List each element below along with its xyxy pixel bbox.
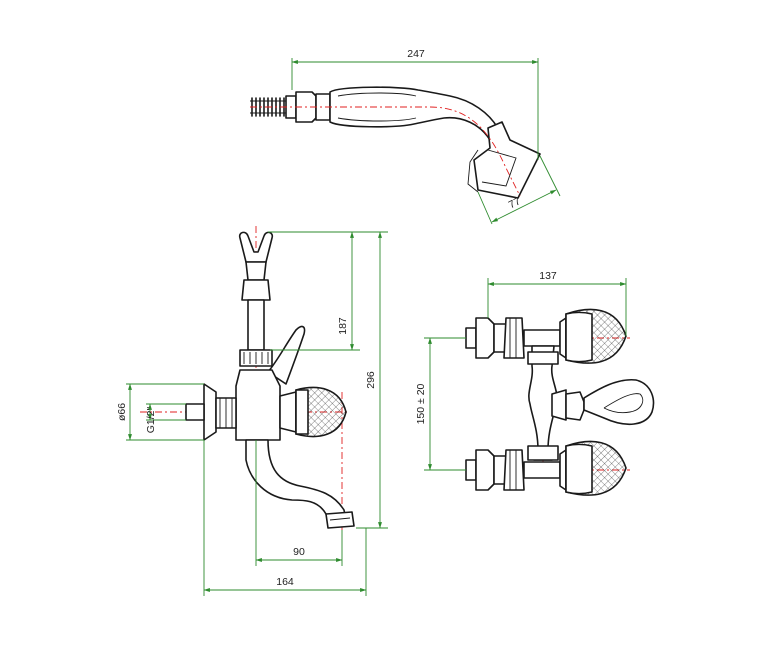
shower-handle bbox=[329, 86, 501, 141]
shower-hook bbox=[238, 231, 274, 263]
dimension-137-label: 137 bbox=[539, 270, 557, 282]
diverter-lever bbox=[267, 325, 306, 385]
dimension-77-label: 77 bbox=[507, 195, 523, 211]
dimension-diameter-label: ø66 bbox=[116, 403, 128, 421]
wall-flange bbox=[203, 383, 217, 441]
dimension-thread-label: G1/2" bbox=[145, 406, 157, 433]
dimension-247-label: 247 bbox=[407, 48, 425, 60]
bottom-flange bbox=[475, 449, 495, 491]
shower-head bbox=[473, 121, 541, 199]
dimension-187-label: 187 bbox=[337, 317, 349, 335]
top-flange bbox=[475, 317, 495, 359]
dimension-90-label: 90 bbox=[293, 546, 305, 558]
riser-pipe bbox=[247, 299, 265, 351]
dimension-150-label: 150 ± 20 bbox=[415, 383, 427, 424]
dimension-296-label: 296 bbox=[365, 371, 377, 389]
dimension-164-label: 164 bbox=[276, 576, 294, 588]
diverter-handle bbox=[565, 391, 585, 421]
mixer-body bbox=[235, 369, 281, 441]
mixer-front-view: 137 150 ± 20 bbox=[415, 270, 655, 496]
mixer-side-view: 187 296 ø66 G1/2" 90 164 bbox=[116, 226, 388, 596]
hand-shower-view: 247 77 bbox=[250, 48, 561, 225]
bath-spout bbox=[245, 439, 347, 525]
